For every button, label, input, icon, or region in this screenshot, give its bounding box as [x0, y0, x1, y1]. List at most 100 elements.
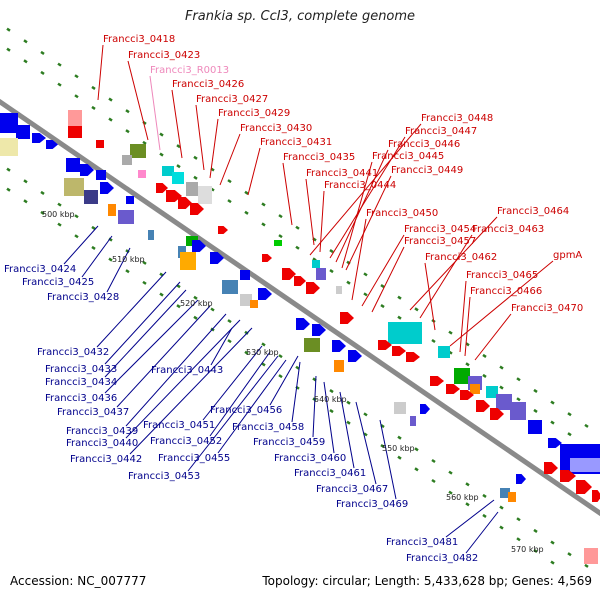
gc-dot [380, 303, 385, 309]
forward-leader-line [247, 147, 261, 196]
gc-dot [499, 505, 504, 510]
gc-dot [57, 62, 62, 67]
gc-dot [125, 109, 130, 114]
gc-dot [516, 397, 521, 402]
reverse-leader-line [312, 375, 317, 438]
gc-dot [584, 563, 589, 568]
gene-features [0, 110, 600, 564]
reverse-leader-line [187, 355, 279, 472]
gene-block [130, 144, 146, 158]
gene-block [274, 240, 282, 246]
gene-arrow [46, 140, 58, 149]
reverse-leader-line [210, 327, 233, 366]
gene-block [470, 384, 480, 394]
gc-dot [516, 517, 521, 522]
gene-block [496, 394, 512, 410]
gc-dot [23, 179, 28, 184]
gc-dot [159, 152, 164, 157]
gene-block [0, 138, 18, 156]
gc-dot [125, 129, 130, 134]
reverse-gene-label: Francci3_0443 [151, 365, 223, 376]
gc-dot [567, 412, 572, 417]
forward-leader-line [409, 216, 498, 311]
gene-block [500, 488, 510, 498]
gc-dot [6, 187, 11, 192]
gc-dot [57, 202, 62, 207]
gc-dot [329, 269, 334, 274]
gc-dot [278, 234, 283, 239]
forward-gene-label: Francci3_R0013 [150, 65, 229, 76]
gene-arrow [296, 318, 310, 330]
forward-leader-line [305, 178, 315, 246]
reverse-leader-line [202, 345, 263, 421]
gene-arrow [340, 312, 354, 324]
reverse-gene-label: Francci3_0469 [336, 499, 408, 510]
reverse-gene-label: Francci3_0437 [57, 407, 129, 418]
gene-arrow [420, 404, 430, 414]
gc-dot [431, 338, 436, 344]
gene-arrow [378, 340, 392, 350]
gc-dot [159, 132, 164, 137]
scale-label: 540 kbp [314, 395, 347, 404]
scale-label: 520 kbp [180, 299, 213, 308]
reverse-gene-label: Francci3_0440 [66, 438, 138, 449]
gc-dot [108, 117, 113, 122]
gene-block [118, 210, 134, 224]
forward-gene-label: Francci3_0449 [391, 165, 463, 176]
gc-dot [108, 97, 113, 102]
forward-gene-label: Francci3_0462 [425, 252, 497, 263]
reverse-gene-label: Francci3_0456 [210, 405, 282, 416]
gene-block [312, 260, 320, 268]
gc-dot [261, 222, 266, 227]
gc-dot [397, 315, 402, 320]
gc-dot [23, 39, 28, 44]
forward-gene-label: Francci3_0466 [470, 286, 542, 297]
gc-dot [567, 432, 572, 437]
forward-gene-label: Francci3_0426 [172, 79, 244, 90]
gc-dot [6, 167, 11, 172]
gc-dot [397, 295, 402, 300]
gene-block [68, 126, 82, 138]
gene-arrow [544, 462, 558, 474]
forward-leader-line [341, 161, 373, 269]
reverse-leader-line [116, 305, 211, 408]
gc-dot [431, 458, 436, 464]
gene-arrow [192, 240, 206, 252]
gene-block [0, 113, 18, 133]
reverse-gene-label: Francci3_0433 [45, 364, 117, 375]
gene-block [138, 170, 146, 178]
gene-arrow [294, 276, 306, 286]
forward-leader-line [219, 133, 241, 186]
reverse-leader-line [465, 511, 499, 554]
gc-dot [482, 493, 487, 498]
gc-dot [499, 365, 504, 370]
gene-labels: Francci3_0418Francci3_0423Francci3_R0013… [4, 34, 583, 564]
scale-label: 550 kbp [382, 444, 415, 453]
gene-arrow [548, 438, 562, 448]
forward-gene-label: Francci3_0454 [404, 224, 476, 235]
gene-arrow [218, 226, 228, 234]
gene-block [570, 458, 600, 472]
gc-dot [227, 179, 232, 184]
forward-gene-label: Francci3_0470 [511, 303, 583, 314]
gc-dot [142, 280, 147, 285]
forward-gene-label: Francci3_0448 [421, 113, 493, 124]
gc-dot [448, 490, 453, 495]
forward-leader-line [474, 313, 512, 361]
reverse-leader-line [217, 359, 287, 454]
gc-dot [278, 354, 283, 359]
reverse-gene-label: Francci3_0481 [386, 537, 458, 548]
reverse-leader-line [125, 319, 241, 439]
gc-dot [227, 199, 232, 204]
gc-dot [210, 307, 215, 312]
forward-gene-label: Francci3_0430 [240, 123, 312, 134]
gc-dot [533, 388, 538, 393]
gc-dot [397, 455, 402, 460]
gc-dot [346, 280, 351, 285]
gc-dot [261, 342, 266, 347]
forward-leader-line [371, 246, 405, 313]
gc-dot [227, 339, 232, 344]
forward-gene-label: Francci3_0427 [196, 94, 268, 105]
scale-label: 500 kbp [42, 210, 75, 219]
reverse-gene-label: Francci3_0439 [66, 426, 138, 437]
